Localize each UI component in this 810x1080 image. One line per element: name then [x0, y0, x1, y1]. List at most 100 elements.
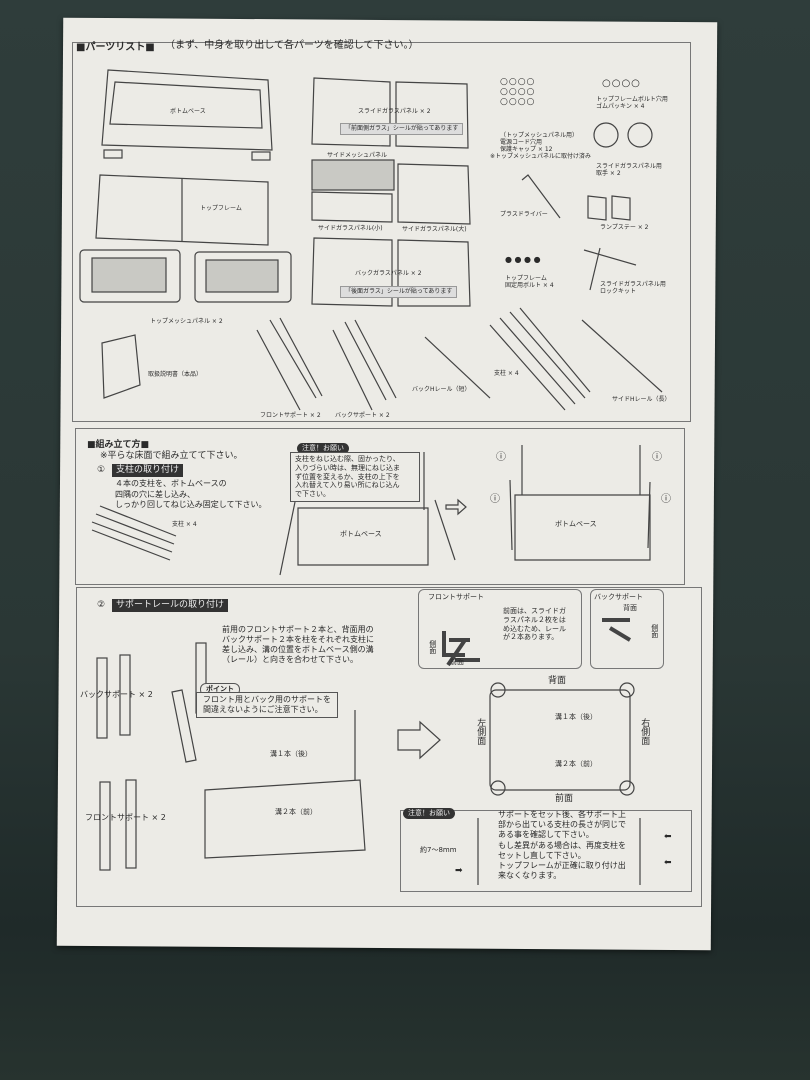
text-line: （レール）と向きを合わせて下さい。: [222, 655, 358, 664]
front-support-box: [418, 589, 582, 669]
label-front-support: フロントサポート × 2: [260, 412, 321, 419]
caution-line: で下さい。: [295, 490, 330, 498]
label-side-h-rail: サイドHレール（長）: [612, 396, 671, 403]
gap-label: 約7〜8mm: [420, 846, 457, 854]
caution-line: 来なくなります。: [498, 871, 562, 881]
label-top-frame: トップフレーム: [200, 205, 242, 212]
arrow-left-icon: ⬅: [664, 832, 672, 842]
caution-line: 部から出ている支柱の長さが同じで: [498, 820, 626, 830]
screw-icon: ⓘ: [661, 494, 671, 505]
label-rubber-1: トップフレームボルト穴用: [596, 96, 668, 103]
caution-line: 入れ替えて入り易い所にねじ込ん: [295, 481, 400, 490]
step2-caution-text: サポートをセット後、各サポート上 部から出ている支柱の長さが同じで ある事を確認…: [498, 810, 626, 882]
back-glass-sticker: 「後面ガラス」シールが貼ってあります: [340, 286, 458, 298]
plan-right: 右側面: [639, 718, 650, 745]
label-rubber-2: ゴムパッキン × 4: [596, 103, 645, 110]
front-support-front: 前面: [450, 658, 464, 666]
point-line: フロント用とバック用のサポートを: [203, 695, 331, 704]
assembly-note: ※平らな床面で組み立てて下さい。: [100, 451, 243, 461]
caution-line: もし差異がある場合は、再度支柱を: [498, 840, 626, 850]
arrow-left-icon: ⬅: [664, 858, 672, 868]
desc-line: 前面は、スライドガ: [503, 607, 566, 615]
step1-pillar-label: 支柱 × 4: [172, 521, 197, 528]
screw-icon: ⓘ: [496, 452, 506, 463]
assembly-heading: ■組み立て方■: [87, 440, 150, 450]
plan-groove2: 溝２本（前）: [555, 760, 597, 768]
label-bolt-1: トップフレーム: [505, 275, 547, 282]
label-cap-1: （トップメッシュパネル用）: [500, 132, 579, 139]
label-side-mesh: サイドメッシュパネル: [327, 152, 388, 159]
front-support-side: 側面: [428, 640, 437, 654]
arrow-right-icon: ➡: [455, 866, 463, 876]
parts-list-heading: ■パーツリスト■: [76, 42, 155, 53]
step1-base-label-after: ボトムベース: [555, 520, 597, 528]
small-parts-drawing: [521, 122, 653, 291]
bottom-base-drawing: [101, 69, 273, 161]
parts-list-subheading: （まず、中身を取り出して各パーツを確認して下さい。）: [165, 40, 419, 51]
step1-text-3: しっかり回してねじ込み固定して下さい。: [115, 500, 267, 509]
label-side-glass-small: サイドガラスパネル(小): [318, 225, 383, 232]
point-box: フロント用とバック用のサポートを 間違えないようにご注意下さい。: [196, 692, 338, 718]
step2-section: [76, 587, 702, 907]
parts-list-section: [72, 42, 691, 422]
label-handle-1: スライドガラスパネル用: [596, 163, 662, 170]
label-cap-2: 電源コード穴用: [500, 139, 543, 146]
step1-section: [75, 428, 685, 585]
glass-panels-drawing: [311, 77, 471, 307]
bolts-icon: ● ● ● ●: [505, 255, 541, 264]
text-line: 前用のフロントサポート２本と、背面用の: [222, 625, 374, 634]
back-support-box-title: バックサポート: [594, 593, 643, 601]
groove2-label: 溝２本（前）: [275, 808, 317, 816]
label-side-glass-large: サイドガラスパネル(大): [402, 226, 467, 233]
back-support-back: 背面: [623, 604, 637, 612]
top-mesh-panels-drawing: [79, 249, 292, 303]
step2-drawings: [96, 618, 641, 885]
top-frame-drawing: [95, 174, 269, 246]
groove1-label: 溝１本（後）: [270, 750, 312, 758]
step2-front-support-label: フロントサポート × 2: [85, 813, 166, 822]
step1-caution: 支柱をねじ込む際、固かったり、 入りづらい時は、無理にねじ込ま ず位置を変えるか…: [290, 452, 420, 502]
step2-caution-box: [400, 810, 692, 892]
desc-line: め込むため、レール: [503, 624, 566, 633]
back-support-box: [590, 589, 664, 669]
label-top-mesh-panel: トップメッシュパネル × 2: [150, 318, 223, 325]
front-support-box-title: フロントサポート: [428, 593, 484, 601]
label-lock-1: スライドガラスパネル用: [600, 281, 666, 288]
step2-caution-title: 注意！お願い: [403, 808, 455, 819]
rubber-icon: ○○○○: [602, 78, 641, 89]
label-cap-3: 保護キャップ × 12: [500, 146, 553, 153]
label-handle-2: 取手 × 2: [596, 170, 621, 177]
step1-text-2: 四隅の穴に差し込み、: [115, 490, 195, 499]
label-pillar: 支柱 × 4: [494, 370, 519, 377]
point-line: 間違えないようにご注意下さい。: [203, 705, 323, 714]
step2-number: ②: [97, 600, 106, 610]
label-lamp-stay: ランプステー × 2: [600, 224, 649, 231]
label-back-support: バックサポート × 2: [335, 412, 390, 419]
caps-icon: ○○○○○○○○○○○○: [500, 77, 536, 107]
label-manual: 取扱説明書（本品）: [148, 371, 203, 378]
step1-base-label: ボトムベース: [340, 530, 382, 538]
step1-drawings: [279, 445, 651, 576]
step2-text: 前用のフロントサポート２本と、背面用の バックサポート２本を柱をそれぞれ支柱に …: [222, 625, 374, 665]
caution-line: トップフレームが正確に取り付け出: [498, 861, 626, 871]
label-bolt-2: 固定用ボルト × 4: [505, 282, 554, 289]
plan-front: 前面: [555, 794, 574, 804]
back-support-side: 側面: [650, 624, 659, 638]
caution-line: セットし直して下さい。: [498, 850, 586, 860]
step1-caution-title: 注意！お願い: [297, 443, 349, 454]
caution-line: 入りづらい時は、無理にねじ込ま: [295, 463, 400, 472]
text-line: 差し込み、溝の位置をボトムベース側の溝: [222, 645, 374, 654]
desc-line: が２本あります。: [503, 633, 559, 642]
label-cap-note: ※トップメッシュパネルに取付け済み: [490, 153, 592, 160]
caution-line: 支柱をねじ込む際、固かったり、: [295, 455, 400, 463]
step2-title: サポートレールの取り付け: [112, 599, 229, 613]
caution-line: ず位置を変えるか、支柱の上下を: [295, 472, 400, 481]
supports-rails-drawing: [91, 307, 663, 561]
desc-line: ラスパネル２枚をは: [503, 615, 566, 624]
step1-title: 支柱の取り付け: [112, 464, 184, 478]
label-bottom-base: ボトムベース: [170, 108, 206, 115]
caution-line: ある事を確認して下さい。: [498, 830, 594, 840]
step1-text-1: ４本の支柱を、ボトムベースの: [115, 479, 227, 488]
step1-number: ①: [97, 465, 106, 475]
